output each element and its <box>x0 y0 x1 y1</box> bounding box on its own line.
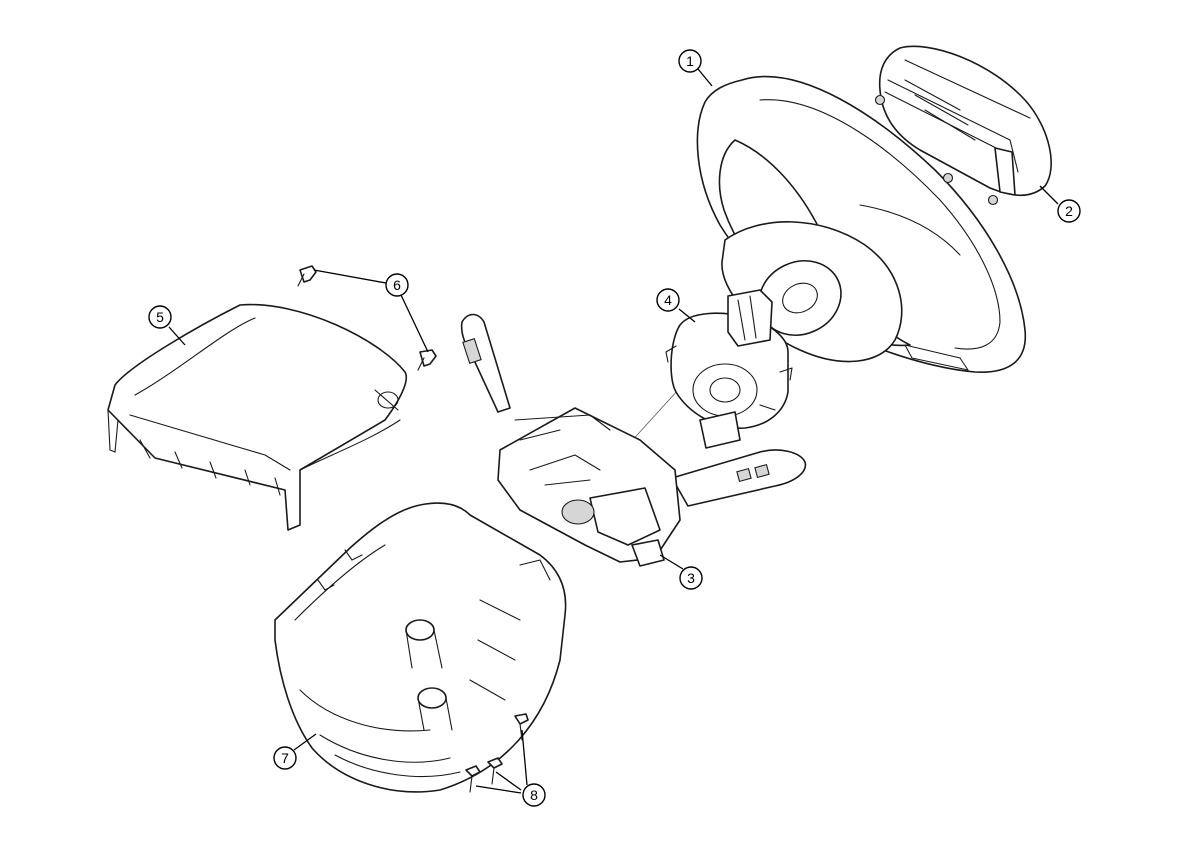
shroud-screws <box>465 713 529 793</box>
airbag-module <box>874 45 1052 206</box>
callout-3: 3 <box>679 566 703 590</box>
steering-wheel <box>627 75 1027 446</box>
callout-label: 8 <box>530 787 538 803</box>
callout-1: 1 <box>678 49 702 73</box>
callout-label: 1 <box>686 53 694 69</box>
clock-spring <box>665 289 793 449</box>
callout-label: 4 <box>664 292 672 308</box>
callout-label: 6 <box>393 277 401 293</box>
upper-column-shroud <box>107 303 407 531</box>
callout-2: 2 <box>1057 199 1081 223</box>
callout-label: 3 <box>687 570 695 586</box>
shroud-clips <box>297 265 437 371</box>
leader-lines <box>168 68 1059 794</box>
callout-5: 5 <box>148 305 172 329</box>
callout-6: 6 <box>385 273 409 297</box>
callout-4: 4 <box>656 288 680 312</box>
callout-label: 7 <box>281 750 289 766</box>
callout-label: 5 <box>156 309 164 325</box>
callout-7: 7 <box>273 746 297 770</box>
combination-switch <box>460 313 807 567</box>
callout-label: 2 <box>1065 203 1073 219</box>
lower-column-shroud <box>274 502 567 793</box>
callout-8: 8 <box>522 783 546 807</box>
